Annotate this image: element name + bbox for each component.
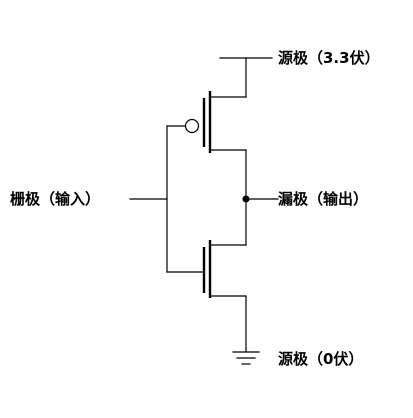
vdd-rail: [219, 57, 273, 98]
source-bottom-label: 源极（0伏）: [278, 350, 363, 368]
pmos-gate-bubble: [184, 118, 200, 134]
nmos-transistor: [202, 240, 247, 298]
gate-label: 栅极（输入）: [10, 190, 100, 208]
pmos-transistor: [184, 91, 247, 153]
drain-label: 漏极（输出）: [278, 190, 368, 208]
ground-icon: [232, 351, 260, 365]
drain-node: [242, 149, 279, 246]
source-top-label: 源极（3.3伏）: [278, 49, 380, 67]
gate-wiring: [129, 125, 205, 273]
